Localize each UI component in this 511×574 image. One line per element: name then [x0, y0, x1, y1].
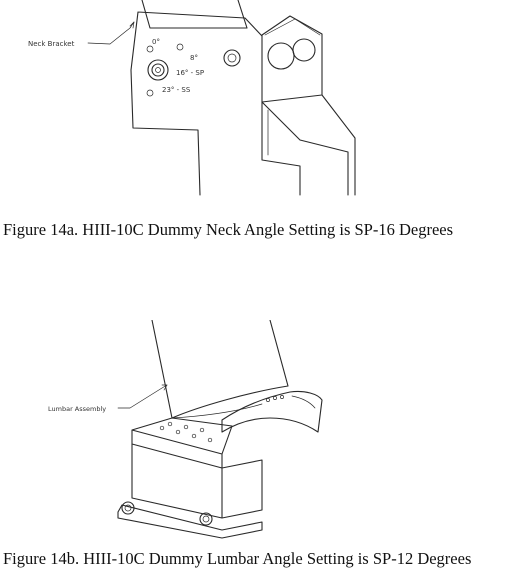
- block-hole-1: [267, 42, 295, 70]
- side-block: [261, 15, 323, 103]
- lower-rail: [261, 94, 356, 196]
- angle-label-8: 8°: [190, 54, 198, 62]
- neck-bracket-drawing: Neck Bracket 0° 8° 16° - SP 23° - SS: [28, 0, 356, 196]
- angle-knob: [147, 59, 169, 81]
- lumbar-assembly-drawing: Lumbar Assembly: [48, 320, 323, 539]
- neck-bracket-leader: [87, 21, 135, 45]
- lumbar-cylinder: [151, 320, 289, 419]
- neck-shaft: [141, 0, 248, 29]
- lumbar-cradle: [221, 390, 323, 433]
- figure-14a-caption: Figure 14a. HIII-10C Dummy Neck Angle Se…: [3, 220, 454, 239]
- figure-14b-caption: Figure 14b. HIII-10C Dummy Lumbar Angle …: [3, 549, 472, 568]
- base-bolt-left: [121, 501, 135, 515]
- neck-bracket-callout: Neck Bracket: [28, 40, 75, 48]
- plate-hole: [159, 425, 165, 431]
- base-bolt-right: [199, 512, 213, 526]
- lower-block: [131, 443, 263, 519]
- bracket-plate: [130, 11, 263, 196]
- angle-label-16-sp: 16° - SP: [176, 69, 204, 77]
- top-plate: [131, 417, 233, 469]
- lumbar-assembly-callout: Lumbar Assembly: [48, 405, 106, 413]
- bracket-bolt: [223, 49, 241, 67]
- lumbar-leader: [117, 384, 168, 409]
- block-hole-2: [292, 38, 316, 62]
- base-plate: [117, 504, 263, 539]
- angle-label-23-ss: 23° - SS: [162, 86, 191, 94]
- angle-label-0: 0°: [152, 38, 160, 46]
